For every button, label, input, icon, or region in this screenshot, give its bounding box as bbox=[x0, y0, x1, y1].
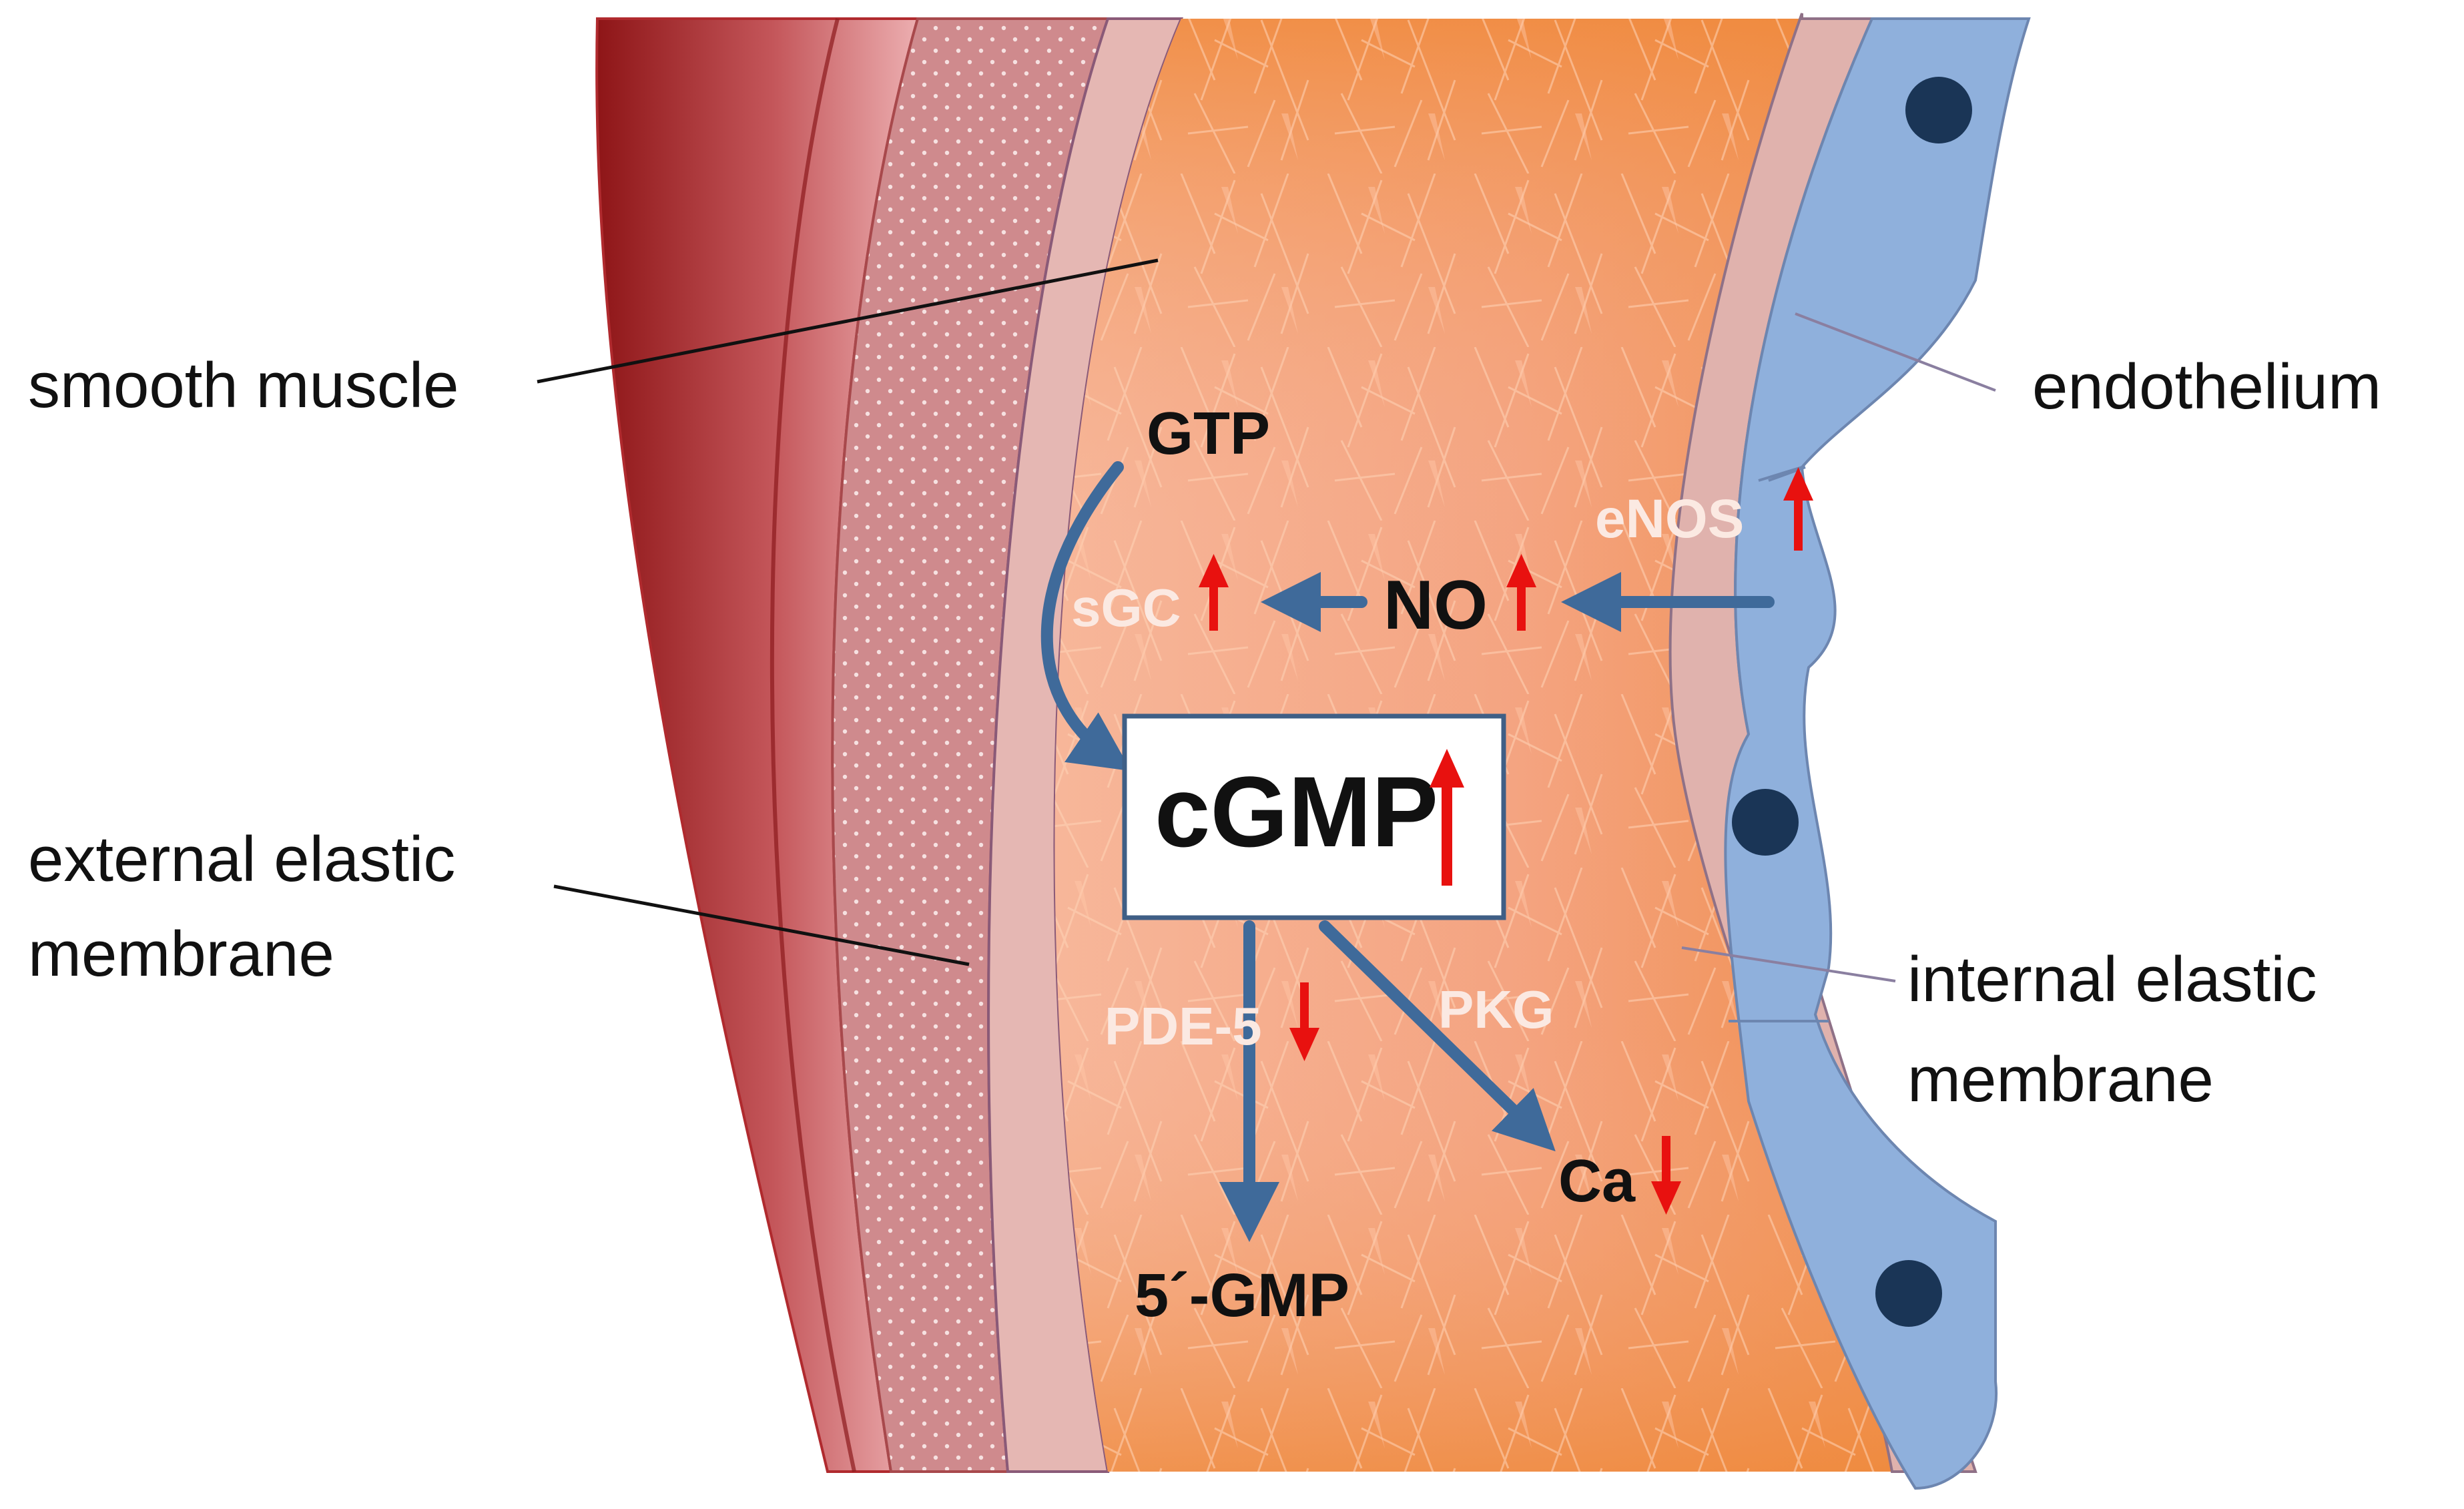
pde5-label: PDE-5 bbox=[1105, 996, 1262, 1056]
enos-label: eNOS bbox=[1595, 489, 1744, 549]
endothelium-label: endothelium bbox=[2032, 351, 2381, 422]
smooth-muscle-leader bbox=[537, 258, 1159, 384]
cgmp-label: cGMP bbox=[1155, 756, 1438, 868]
nucleus-bottom bbox=[1875, 1260, 1942, 1327]
internal-elastic-label-line2: membrane bbox=[1907, 1044, 2214, 1115]
nucleus-middle bbox=[1732, 789, 1799, 856]
cgmp-up-arrow bbox=[1430, 749, 1464, 886]
internal-elastic-leader bbox=[1681, 946, 1896, 982]
5gmp-label: 5´-GMP bbox=[1135, 1261, 1349, 1329]
endothelium-leader bbox=[1795, 312, 1996, 392]
external-elastic-label-line2: membrane bbox=[28, 918, 334, 990]
enos-up-arrow bbox=[1783, 467, 1813, 551]
gtp-label: GTP bbox=[1147, 400, 1270, 467]
nucleus-top bbox=[1905, 77, 1972, 143]
smooth-muscle-label: smooth muscle bbox=[28, 350, 459, 421]
regulation-arrows bbox=[1199, 467, 1813, 1215]
internal-elastic-label-line1: internal elastic bbox=[1907, 944, 2317, 1015]
no-label: NO bbox=[1383, 567, 1488, 644]
no-up-arrow bbox=[1506, 554, 1536, 631]
external-elastic-leader bbox=[553, 884, 970, 966]
cgmp-box bbox=[1122, 713, 1506, 920]
pde5-down-arrow bbox=[1289, 982, 1319, 1061]
pkg-label: PKG bbox=[1438, 980, 1554, 1039]
endothelium-layer bbox=[1724, 17, 2031, 1490]
pathway-arrows bbox=[1040, 461, 1775, 1242]
gtp-to-cgmp-arrow bbox=[1040, 461, 1131, 772]
callout-lines bbox=[537, 258, 1159, 966]
cgmp-to-ca-arrow bbox=[1319, 920, 1556, 1152]
ca-down-arrow bbox=[1651, 1136, 1681, 1215]
ca-label: Ca bbox=[1558, 1148, 1636, 1215]
sgc-label: sGC bbox=[1071, 578, 1181, 637]
external-elastic-label-line1: external elastic bbox=[28, 824, 455, 895]
sgc-up-arrow bbox=[1199, 554, 1229, 631]
